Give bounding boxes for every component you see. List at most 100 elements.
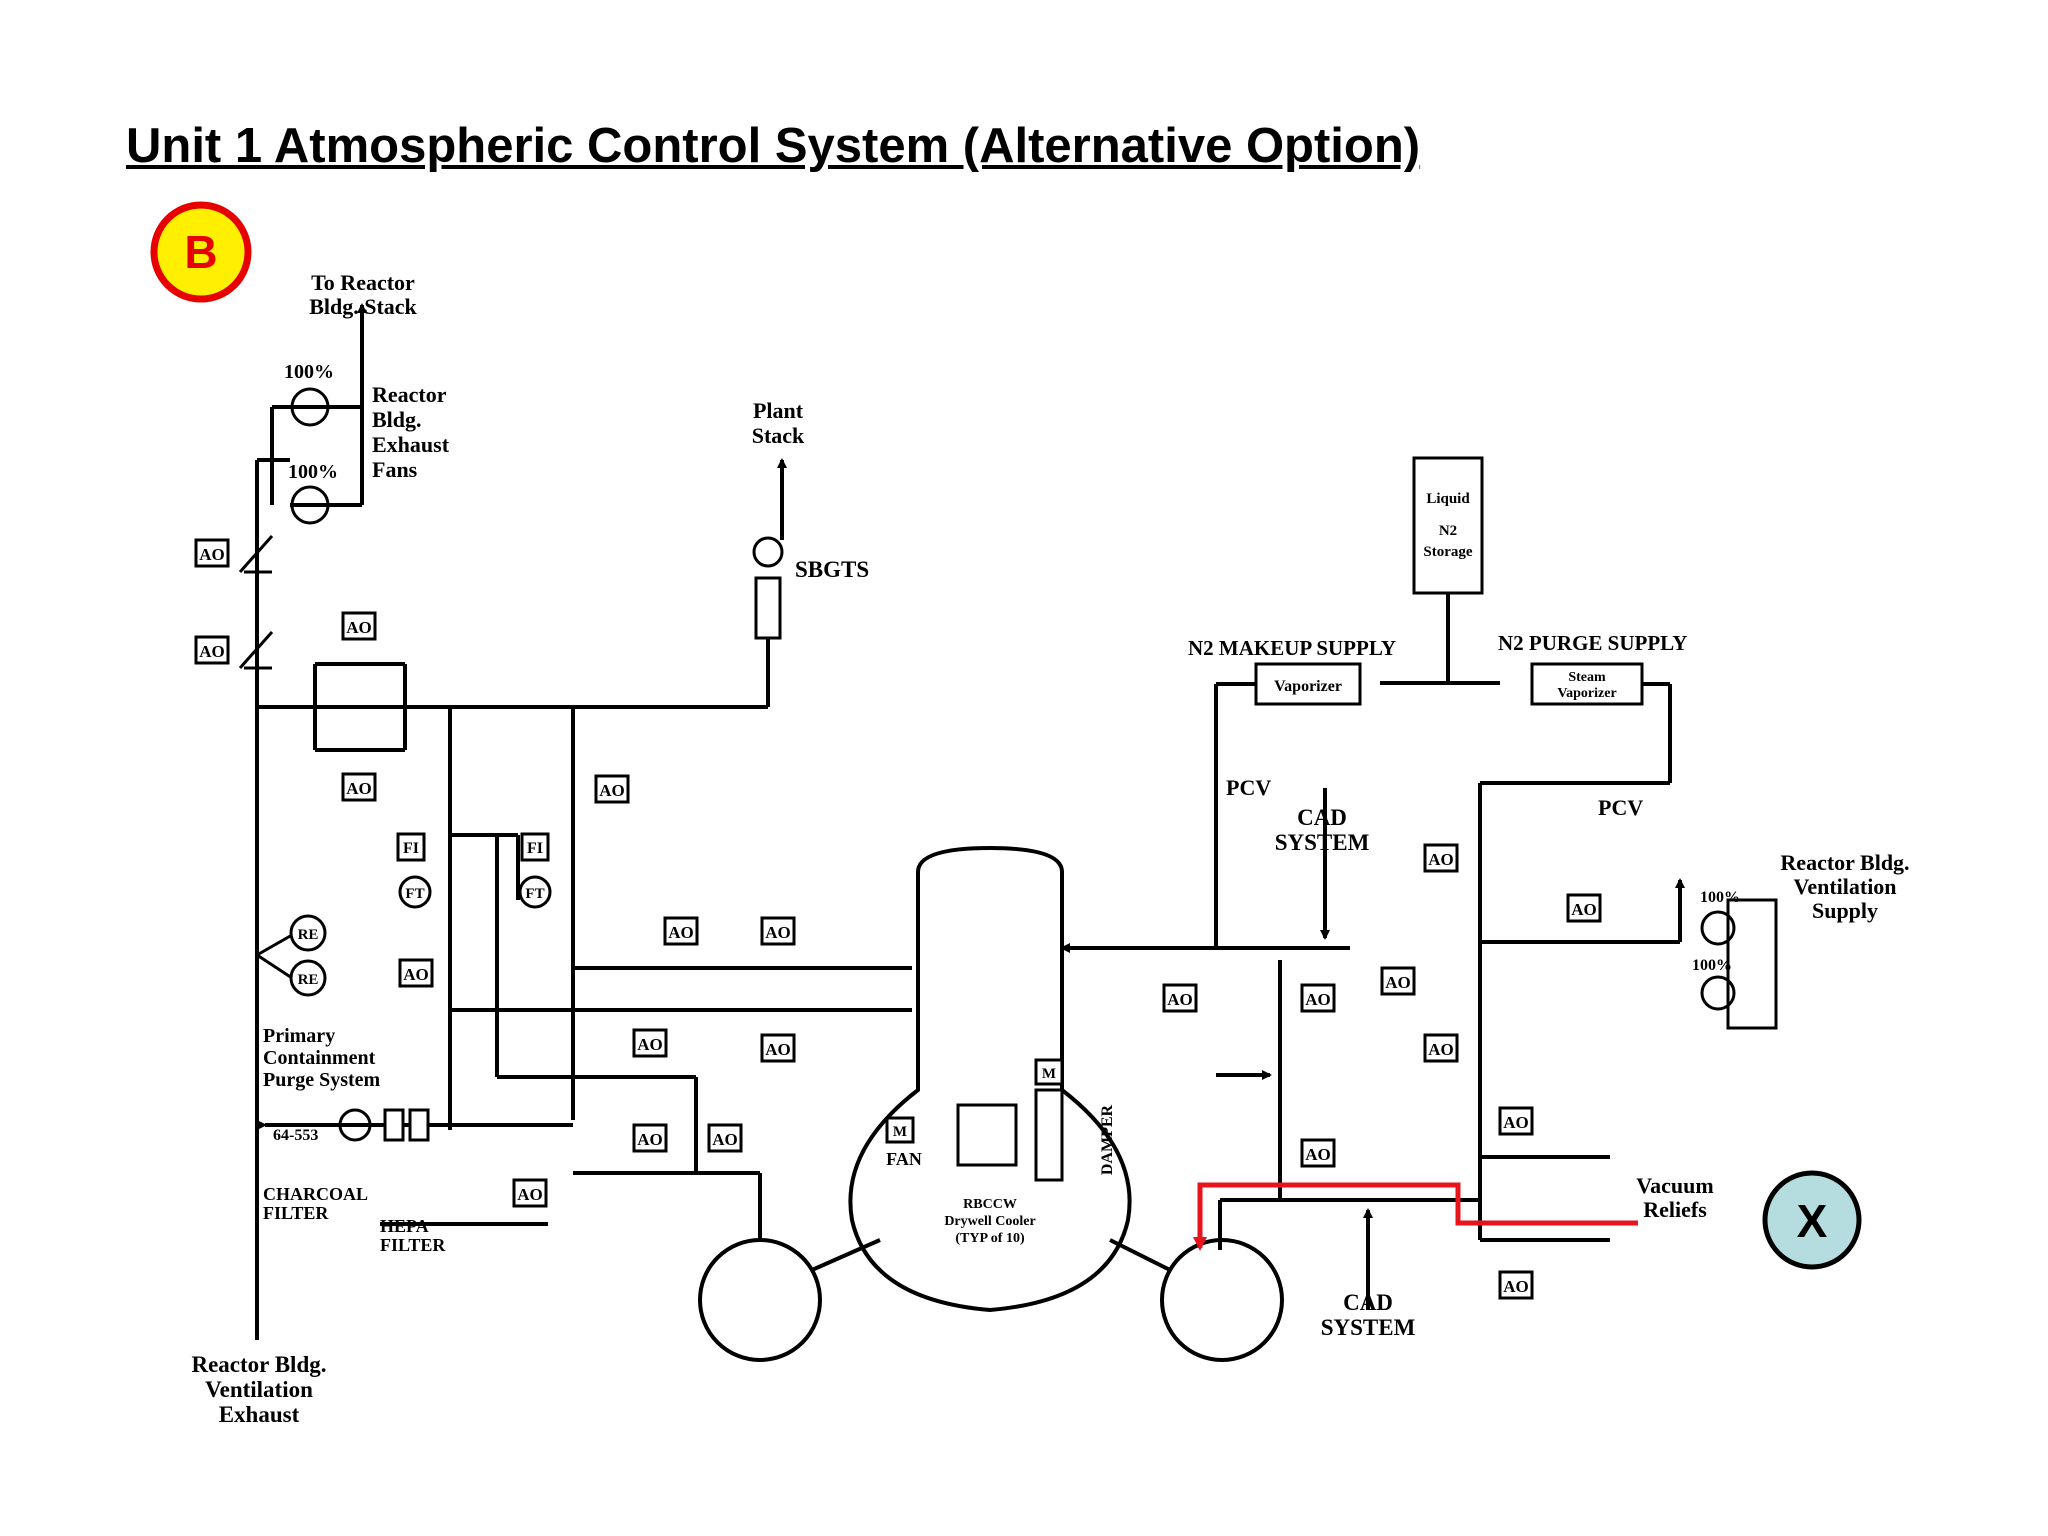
exhaust-fan-1-icon [290,387,330,427]
page-title: Unit 1 Atmospheric Control System (Alter… [126,119,1421,173]
rbccw-label-1: RBCCW [963,1197,1017,1212]
torus-left [698,1238,822,1362]
svg-text:RE: RE [298,927,319,943]
exhaust-piping [255,303,770,1340]
to-stack-label-2: Bldg. Stack [309,294,417,319]
svg-text:AO: AO [637,1035,663,1054]
vent-supply-label-1: Reactor Bldg. [1780,850,1909,875]
svg-text:FI: FI [527,840,543,857]
n2-makeup-label: N2 MAKEUP SUPPLY [1188,636,1396,660]
svg-text:AO: AO [1503,1277,1529,1296]
vacuum-reliefs-label-2: Reliefs [1643,1197,1707,1222]
sbgts-label: SBGTS [795,557,869,582]
svg-text:M: M [1042,1066,1056,1082]
purge-system-label-2: Containment [263,1047,376,1069]
svg-text:AO: AO [517,1185,543,1204]
marker-b: B [150,201,252,303]
hepa-label-2: FILTER [380,1235,446,1255]
svg-text:AO: AO [1305,1145,1331,1164]
vent-line-right [1109,1238,1171,1272]
vent-exhaust-label-2: Ventilation [205,1377,313,1402]
steam-vaporizer-label-1: Steam [1568,670,1606,685]
svg-text:FT: FT [525,886,544,902]
vent-supply-label-3: Supply [1812,898,1878,923]
liquid-n2-label-2: N2 [1439,523,1457,539]
purge-system-label-1: Primary [263,1025,335,1047]
svg-text:AO: AO [403,965,429,984]
svg-text:AO: AO [346,779,372,798]
cad-system-label-2b: SYSTEM [1321,1315,1416,1340]
vent-exhaust-label-3: Exhaust [219,1402,300,1427]
steam-vaporizer-label-2: Vaporizer [1557,686,1616,701]
supply-fan-2-icon [1700,975,1736,1011]
fan-label: FAN [886,1149,922,1169]
drywell-vessel [848,845,1350,1313]
svg-text:M: M [893,1124,907,1140]
svg-text:AO: AO [1503,1113,1529,1132]
charcoal-label-2: FILTER [263,1203,329,1223]
svg-text:AO: AO [1305,990,1331,1009]
exhaust-fans-label-2: Bldg. [372,407,422,432]
n2-system [1214,456,1778,1310]
svg-text:AO: AO [765,923,791,942]
pcv-label-2: PCV [1598,795,1643,820]
ao-valves-right[interactable]: AO AO AO AO AO AO AO AO AO [1162,843,1602,1300]
svg-text:AO: AO [712,1130,738,1149]
svg-text:FI: FI [403,840,419,857]
charcoal-label-1: CHARCOAL [263,1184,368,1204]
liquid-n2-label-3: Storage [1423,544,1472,560]
supply-pct-label-2: 100% [1692,957,1732,974]
pcv-label-1: PCV [1226,775,1271,800]
diagram-labels: To Reactor Bldg. Stack 100% 100% Reactor… [191,270,1909,1427]
supply-fan-1-icon [1700,910,1736,946]
exhaust-damper-2[interactable]: AO [194,631,274,670]
svg-text:AO: AO [1428,850,1454,869]
to-stack-label-1: To Reactor [311,270,415,295]
exhaust-fans-label-1: Reactor [372,382,447,407]
svg-text:RE: RE [298,972,319,988]
pct-label-1: 100% [284,361,334,383]
liquid-n2-label-1: Liquid [1426,491,1470,507]
svg-text:AO: AO [1385,973,1411,992]
purge-system-label-3: Purge System [263,1069,381,1091]
cad-system-label-1a: CAD [1297,805,1347,830]
hepa-label-1: HEPA [380,1216,429,1236]
vacuum-reliefs-label-1: Vacuum [1636,1173,1713,1198]
cad-system-label-2a: CAD [1343,1290,1393,1315]
exhaust-fans-label-3: Exhaust [372,432,450,457]
red-flow-path [1193,1182,1638,1251]
exhaust-damper-1[interactable]: AO [194,535,274,574]
plant-stack-label-1: Plant [753,398,804,423]
svg-text:AO: AO [668,923,694,942]
exhaust-fan-2-icon [290,485,330,525]
purge-system-line [257,1108,450,1142]
ao-valves-center[interactable]: AO AO AO AO AO AO AO AO AO [398,774,796,1208]
marker-x-label: X [1797,1195,1828,1247]
svg-text:AO: AO [599,781,625,800]
drywell-piping [380,707,912,1240]
svg-text:AO: AO [199,545,225,564]
damper-label: DAMPER [1099,1104,1116,1175]
svg-text:AO: AO [199,642,225,661]
svg-text:AO: AO [1167,990,1193,1009]
svg-text:AO: AO [346,618,372,637]
marker-b-label: B [184,226,217,278]
vent-exhaust-label-1: Reactor Bldg. [191,1352,326,1377]
sbgts-fan-icon [752,536,784,568]
pct-label-2: 100% [288,461,338,483]
drywell-cooler: M M [885,1058,1064,1182]
sbgts-filter [754,576,782,640]
flow-instruments: FI FI FT FT [396,832,552,909]
marker-x: X [1762,1170,1862,1270]
cad-system-label-1b: SYSTEM [1275,830,1370,855]
vaporizer-label: Vaporizer [1274,678,1342,695]
vent-line-left [811,1238,881,1272]
supply-pct-label-1: 100% [1700,889,1740,906]
radiation-elements: RE RE [256,914,327,997]
svg-text:AO: AO [637,1130,663,1149]
rbccw-label-3: (TYP of 10) [955,1231,1025,1246]
vent-supply-label-2: Ventilation [1793,874,1896,899]
plant-stack-label-2: Stack [752,423,805,448]
n2-purge-label: N2 PURGE SUPPLY [1498,631,1687,655]
